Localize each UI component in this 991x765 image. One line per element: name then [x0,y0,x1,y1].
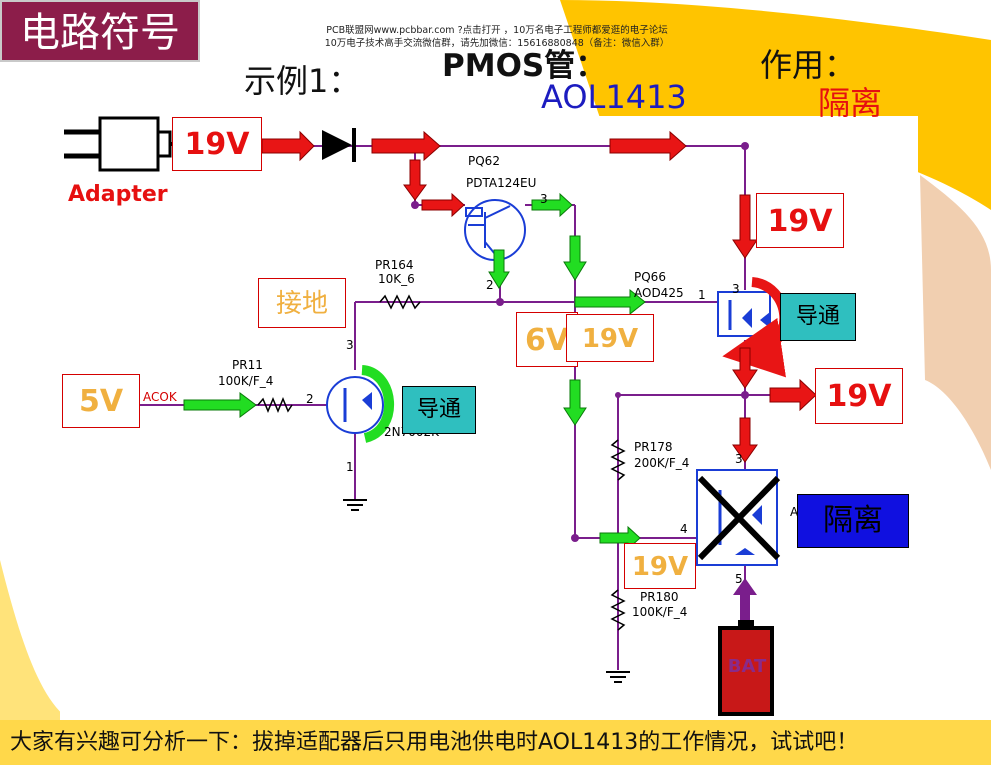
footer-note: 大家有兴趣可分析一下：拔掉适配器后只用电池供电时AOL1413的工作情况，试试吧… [10,730,859,755]
aol-pin5: 5 [735,572,743,586]
function-value: 隔离 [818,84,883,122]
pq62-pin2: 2 [486,278,494,292]
current-arrow-purple [733,578,757,620]
pq62-pin3: 3 [540,192,548,206]
pr11-value: 100K/F_4 [218,374,274,388]
pq66-pin3: 3 [732,282,740,296]
battery-icon [718,620,774,716]
pr11-zigzag [257,397,293,413]
pr164-value: 10K_6 [378,272,415,286]
aol-pin3: 3 [735,452,743,466]
pr164-zigzag [379,294,421,310]
pq66-mosfet-icon [717,277,790,378]
current-arrows-green [183,192,646,551]
pr180-ref: PR180 [640,590,679,604]
gate-voltage-box: 19V [624,543,696,589]
example-label: 示例1： [244,62,361,100]
acok-voltage-box: 5V [62,374,140,428]
part-number: AOL1413 [541,78,687,116]
pq66-state-badge: 导通 [780,293,856,341]
aol-pin-a: A [790,505,799,519]
nmos-pin2: 2 [306,392,314,406]
pr178-value: 200K/F_4 [634,456,690,470]
output-voltage-box: 19V [815,368,903,424]
pr164-ref: PR164 [375,258,414,272]
aol-gate-pin: 4 [680,522,688,536]
ground-symbols [343,499,630,683]
resistors [257,294,626,631]
hand-shape [920,175,991,470]
pq62-ref: PQ62 [468,154,500,168]
page-title: 电路符号 [0,0,200,62]
ground-label-box: 接地 [258,278,346,328]
pr180-zigzag [610,589,626,631]
pr178-zigzag [610,439,626,481]
adapter-label: Adapter [68,182,168,207]
pr180-value: 100K/F_4 [632,605,688,619]
node-19v-box: 19V [566,314,654,362]
watermark-line-1: PCB联盟网www.pcbbar.com ?点击打开 ，10万名电子工程师都爱逛… [326,25,668,36]
current-arrows-red [261,130,817,463]
nmos-pin1: 1 [346,460,354,474]
junction-dots [411,142,749,542]
pq66-drain-voltage-box: 19V [756,193,844,248]
pq66-ref: PQ66 [634,270,666,284]
yellow-swoosh-bottom [0,720,991,765]
pr178-ref: PR178 [634,440,673,454]
pq66-pin1: 1 [698,288,706,302]
isolation-badge: 隔离 [797,494,909,548]
watermark-line-2: 10万电子技术高手交流微信群，请先加微信：15616880848（备注：微信入群… [324,38,670,49]
pq66-part: AOD425 [634,286,684,300]
battery-label: BAT [727,656,767,677]
nmos-state-badge: 导通 [402,386,476,434]
acok-label: ACOK [143,390,177,404]
aol1413-mosfet-icon [696,469,781,566]
pr11-ref: PR11 [232,358,263,372]
function-label: 作用： [760,46,857,84]
pq62-part: PDTA124EU [466,176,537,190]
pmos-label: PMOS管： [442,48,607,84]
diode-icon [322,128,356,162]
nmos-pin3: 3 [346,338,354,352]
adapter-plug-icon [64,116,182,172]
nmos-2n7002k-icon [326,365,394,443]
adapter-voltage-box: 19V [172,117,262,171]
yellow-swoosh-left [0,560,70,720]
